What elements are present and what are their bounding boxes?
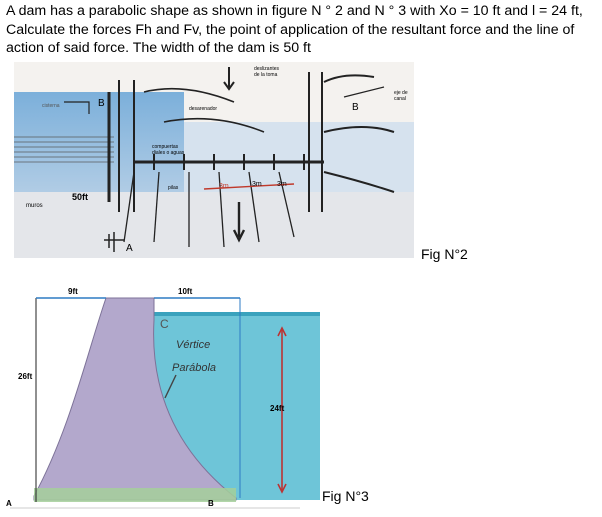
fig3-label-10ft: 10ft xyxy=(178,287,193,296)
figure-3-caption: Fig N°3 xyxy=(322,488,369,504)
fig2-label-50ft: 50ft xyxy=(72,192,88,202)
fig3-label-24ft: 24ft xyxy=(270,404,285,413)
problem-statement: A dam has a parabolic shape as shown in … xyxy=(6,3,583,56)
dam-body xyxy=(33,297,237,501)
fig3-label-26ft: 26ft xyxy=(18,372,33,381)
fig2-label-b-right: B xyxy=(352,102,359,113)
fig2-label-compuertas: compuertas xyxy=(152,144,179,150)
fig2-label-b-left: B xyxy=(98,98,105,109)
figure-3-dam-section: 9ft 10ft 26ft 24ft A B C Vértice Parábol… xyxy=(6,287,320,509)
ground-base xyxy=(34,488,236,502)
fig2-label-eje-canal: eje de xyxy=(394,90,408,96)
fig2-label-cisterna: cisterna xyxy=(42,103,60,109)
fig2-label-muros: muros xyxy=(26,203,43,209)
figure-2-caption: Fig N°2 xyxy=(421,246,468,262)
fig2-label-eje-canal-2: canal xyxy=(394,96,406,102)
fig2-label-a: A xyxy=(126,243,133,254)
fig3-label-vertex: Vértice xyxy=(176,339,210,351)
figure-2-plan-sketch: B B A muros cisterna desarenador compuer… xyxy=(14,62,414,258)
fig2-label-3m-c: 3m xyxy=(277,181,287,188)
fig2-label-pilas: pilas xyxy=(168,185,179,191)
fig2-label-compuertas-2: diales o aguas xyxy=(152,150,185,156)
fig2-label-deslizantes-2: de la toma xyxy=(254,72,278,78)
fig2-label-desarenador: desarenador xyxy=(189,106,217,112)
fig3-label-b: B xyxy=(208,499,214,508)
fig3-label-parabola: Parábola xyxy=(172,362,216,374)
fig3-label-c: C xyxy=(160,317,169,331)
fig3-label-a: A xyxy=(6,499,12,508)
fig2-label-3m-b: 3m xyxy=(252,181,262,188)
fig3-label-9ft: 9ft xyxy=(68,287,78,296)
fig2-label-deslizantes: deslizantes xyxy=(254,66,280,72)
fig2-label-3m-a: 3m xyxy=(219,183,229,190)
